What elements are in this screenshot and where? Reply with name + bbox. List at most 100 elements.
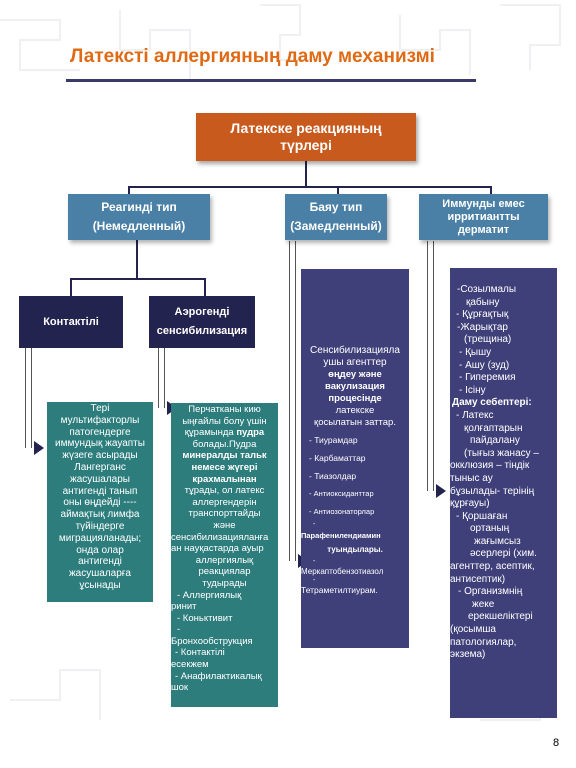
node-label: Контактілі (43, 315, 99, 328)
connector (136, 240, 138, 280)
node-aerogenic: Аэрогенді сенсибилизация (149, 296, 255, 348)
panel-text: құрамында (184, 427, 234, 439)
panel-text: антигенді танып (62, 485, 138, 497)
panel-text: пудра (236, 427, 265, 439)
panel-text: реакциялар (198, 566, 251, 578)
panel-text: Сенсибилизацияла (310, 345, 400, 356)
panel-text: ринит (171, 601, 197, 613)
panel-text: ыңғайлы болу үшін (182, 415, 267, 427)
node-irritant-dermatitis: Иммунды емес ирритиантты дерматит (419, 194, 548, 240)
node-label: (Замедленный) (290, 219, 382, 233)
panel-text: - Аллергиялық (177, 589, 242, 601)
panel-text: бұзылады- терінің (450, 485, 535, 497)
panel-text: - Қоршаған (456, 510, 508, 522)
node-label: Аэрогенді (174, 306, 230, 318)
panel-text: құрамында пудра (171, 427, 278, 439)
node-contact: Контактілі (19, 296, 123, 348)
panel-text: - Латекс (456, 409, 494, 421)
panel-text: вакулизация (325, 381, 385, 392)
panel-text: экзема) (450, 649, 486, 661)
arrow-icon (436, 484, 446, 498)
panel-text: ерекшеліктері (468, 611, 533, 623)
node-label: Баяу тип (309, 200, 363, 214)
panel-text: Лангерганс (74, 461, 126, 473)
connector-bar (427, 241, 434, 491)
panel-text: тұрады, ол латекс (184, 485, 265, 497)
panel-text: болады.Пудра (192, 438, 257, 450)
panel-text: Парафенилендиамин (301, 531, 381, 540)
panel-contact: Тері мультифакторлы патогендерге иммунды… (47, 402, 153, 602)
panel-text: туындылары. (327, 545, 383, 554)
connector (305, 161, 307, 187)
panel-text: патологиялар, (450, 636, 517, 648)
panel-delayed: Сенсибилизацияла ушы агенттер өңдеу және… (301, 269, 409, 648)
panel-text: есекжем (171, 659, 209, 671)
panel-text: антигенді (78, 556, 122, 568)
connector (204, 278, 206, 296)
panel-text: - Құрғақтық (456, 309, 509, 321)
panel-text: өңдеу және (328, 369, 382, 380)
panel-text: аймақтық лимфа (60, 509, 140, 521)
panel-text: пайдалану (470, 435, 520, 447)
arrow-icon (34, 441, 44, 455)
panel-text: (трещина) (464, 334, 512, 346)
panel-text: және (213, 519, 236, 531)
panel-text: немесе жүгері (191, 461, 258, 473)
connector-bar (289, 241, 296, 561)
panel-text: ортаның (470, 523, 510, 535)
panel-text: құрғауы) (450, 498, 490, 510)
panel-text: - Коньктивит (177, 612, 233, 624)
panel-text: антисептик) (450, 573, 506, 585)
panel-text: Парафенилендиамин (301, 529, 409, 542)
panel-text: -Жарықтар (457, 321, 508, 333)
root-line1: Латекске реакцияның (230, 120, 382, 136)
panel-text: агенттер, асептик, (450, 561, 535, 573)
panel-text: крахмалынан (192, 473, 257, 485)
panel-text: процесінде (301, 393, 409, 405)
panel-text: Бронхообструкция (171, 635, 253, 647)
panel-text: ұсынады (79, 579, 121, 591)
panel-text: - (313, 521, 316, 528)
connector (490, 186, 492, 194)
panel-text: - (313, 577, 316, 584)
panel-text: мультифакторлы (60, 414, 140, 426)
connector (70, 278, 72, 296)
panel-text: Тері (90, 403, 110, 414)
panel-text: жасушалары (70, 473, 130, 485)
panel-text: жағымсыз (474, 535, 521, 547)
panel-text: оны өңдейді ---- (63, 497, 137, 509)
connector-bar (158, 348, 165, 408)
panel-text: латекске (335, 405, 375, 416)
panel-text: жүзеге асырады (62, 450, 138, 462)
root-line2: түрлері (280, 137, 332, 153)
panel-text: транспорттайды (188, 508, 261, 520)
list-item: - Тиазолдар (309, 471, 357, 481)
node-label: Иммунды емес (442, 197, 525, 210)
panel-text: шок (171, 682, 189, 694)
list-item: - Карбаматтар (309, 453, 366, 463)
node-delayed-type: Баяу тип (Замедленный) (285, 194, 387, 240)
panel-text: (тығыз жанасу – (464, 447, 539, 459)
panel-text: аллергендерін (192, 496, 257, 508)
panel-text: түйіндерге (75, 520, 125, 532)
panel-text: процесінде (328, 393, 382, 404)
panel-text: - Организмнің (458, 586, 523, 598)
panel-text: Тетраметилтиурам. (301, 585, 378, 595)
panel-text: - (177, 624, 181, 636)
panel-text: окклюзия – тіндік (450, 460, 530, 472)
panel-text: Даму себептері: (452, 397, 532, 409)
panel-text: қолғаптарын (464, 422, 523, 434)
panel-text: тыныс ау (450, 472, 493, 484)
panel-text: ан науқастарда ауыр (171, 543, 264, 555)
connector (337, 186, 339, 194)
panel-text: крахмалынан (171, 474, 278, 486)
panel-text: қосылатын заттар. (314, 417, 396, 428)
panel-text: миграцияланады; (58, 532, 142, 544)
list-item: - Антиоксиданттар (309, 489, 374, 498)
panel-text: (қосымша (450, 624, 496, 636)
connector (128, 186, 130, 194)
panel-text: -Созылмалы (457, 284, 517, 295)
panel-text: вакулизация (301, 381, 409, 393)
